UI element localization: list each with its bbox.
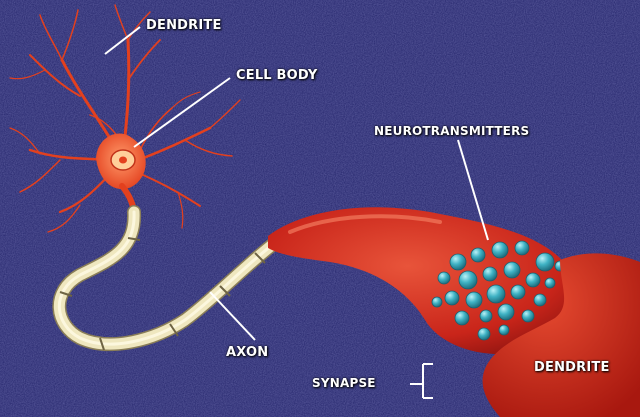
nucleolus <box>119 156 127 164</box>
leader-dendrite-top <box>104 26 141 55</box>
vesicle-cluster-icon <box>431 240 566 341</box>
leader-neurotransmitters <box>457 139 489 241</box>
leader-lines <box>104 26 489 399</box>
label-synapse: SYNAPSE <box>312 376 376 390</box>
postsynaptic-dendrite <box>482 253 640 417</box>
leader-axon <box>209 291 256 341</box>
label-dendrite-top: DENDRITE <box>146 18 222 33</box>
nodes-of-ranvier <box>59 237 266 351</box>
terminal-highlight <box>288 214 442 234</box>
label-neurotransmitters: NEUROTRANSMITTERS <box>374 124 530 138</box>
label-dendrite-bottom: DENDRITE <box>534 360 610 375</box>
label-cell-body: CELL BODY <box>236 68 318 83</box>
myelin-highlight <box>57 210 287 346</box>
label-axon: AXON <box>226 345 269 360</box>
leader-cell-body <box>133 77 231 148</box>
leader-synapse <box>410 363 433 399</box>
